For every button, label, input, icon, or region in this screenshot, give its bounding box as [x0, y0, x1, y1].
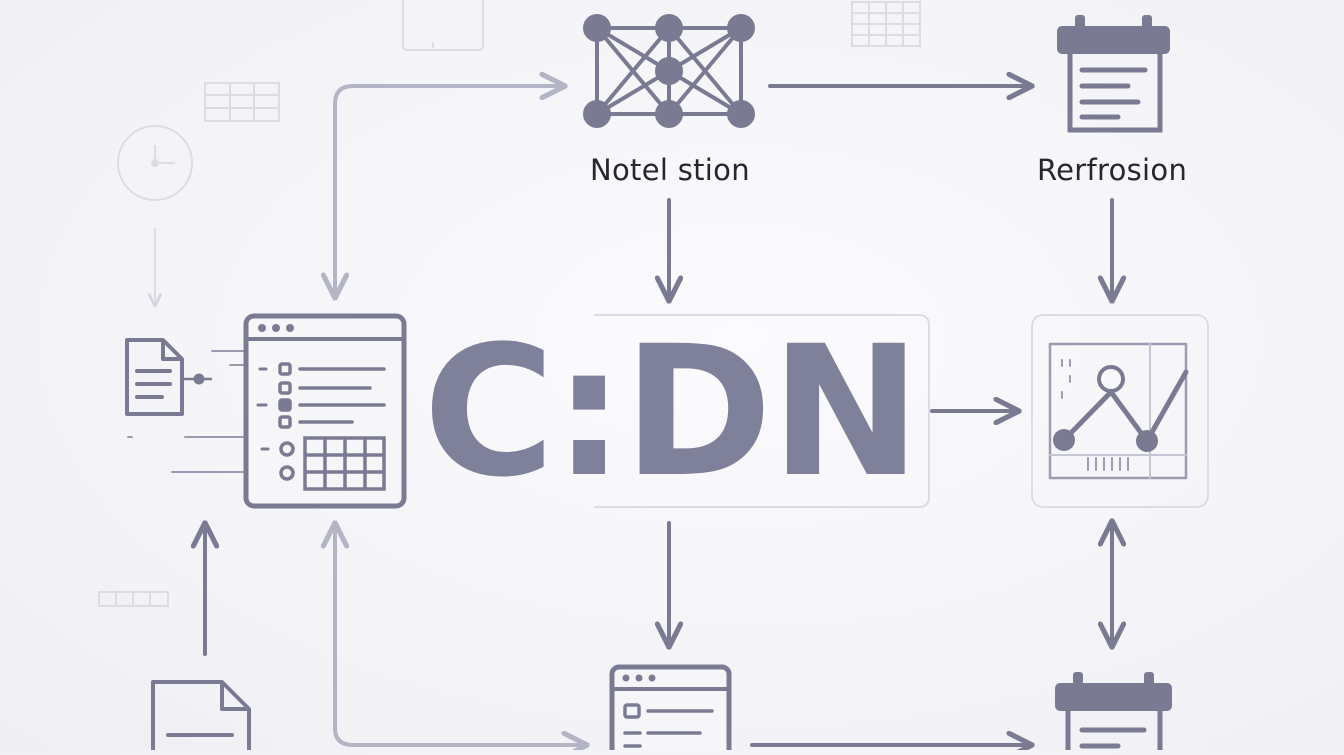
primary-connectors — [205, 86, 1112, 745]
line-chart-icon — [1048, 342, 1189, 480]
calendar-document-icon — [1057, 15, 1170, 133]
calendar-document-icon — [1055, 672, 1172, 755]
clock-icon — [117, 125, 193, 201]
speed-lines — [127, 350, 245, 473]
tablet-icon — [402, 0, 484, 51]
document-icon — [151, 680, 251, 755]
table-grid-icon — [98, 591, 169, 607]
light-connectors — [335, 86, 585, 745]
network-node-label: Notel stion — [590, 153, 750, 187]
browser-window-icon — [609, 664, 732, 755]
network-graph-icon — [583, 14, 755, 128]
table-grid-icon — [851, 1, 921, 47]
chart-card — [1031, 314, 1209, 508]
table-grid-icon — [204, 82, 280, 122]
center-brand-text: C:DN — [423, 308, 921, 517]
document-icon — [125, 338, 212, 416]
browser-window-icon — [243, 313, 407, 509]
faint-decor — [98, 0, 921, 607]
calendar-node-label: Rerfrosion — [1037, 153, 1188, 187]
cdn-frame — [594, 314, 930, 508]
